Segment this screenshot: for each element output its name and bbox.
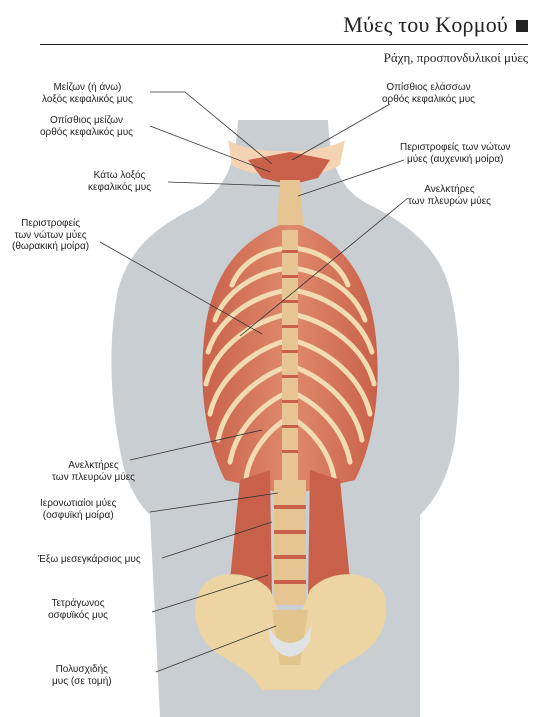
label-obliquus-capitis-inferior: Κάτω λοξός κεφαλικός μυς (88, 170, 152, 193)
title-square-icon (516, 20, 528, 32)
label-rectus-capitis-posterior-major: Οπίσθιος μείζων ορθός κεφαλικός μυς (40, 115, 134, 138)
cervical-spine (276, 180, 304, 235)
leader-lines (99, 91, 409, 673)
spine-segments (282, 250, 298, 453)
suboccipital-muscles (248, 152, 330, 185)
label-rotatores-thoracic: Περιστροφείς των νώτων μύες (θωρακική μο… (12, 218, 90, 252)
label-quadratus-lumborum: Τετράγωνος οσφυϊκός μυς (48, 598, 108, 621)
label-levatores-costarum-upper: Ανελκτήρες των πλευρών μύες (408, 184, 492, 207)
quadratus-lumborum-left (228, 470, 272, 600)
label-interspinales-lumbar: Ιερονωτιαίοι μύες (οσφυϊκή μοίρα) (40, 498, 117, 521)
pelvic-opening (268, 622, 312, 657)
page-subtitle: Ράχη, προσπονδυλικοί μύες (383, 50, 528, 65)
label-rectus-capitis-major-oblique: Μείζων (ή άνω) λοξός κεφαλικός μυς (42, 82, 133, 105)
label-intertransversarii: Έξω μεσεγκάρσιος μυς (38, 554, 141, 565)
lumbar-segments (274, 505, 306, 584)
quadratus-lumborum-right (308, 470, 352, 600)
label-rectus-capitis-posterior-minor: Οπίσθιος ελάσσων ορθός κεφαλικός μυς (382, 82, 476, 105)
page-title: Μύες του Κορμού (343, 12, 508, 37)
label-levatores-costarum-lower: Ανελκτήρες των πλευρών μύες (52, 460, 136, 483)
header-rule (40, 44, 528, 45)
label-multifidus-cut: Πολυσχιδής μυς (σε τομή) (52, 664, 112, 687)
lumbar-spine (274, 480, 306, 605)
label-rotatores-cervical: Περιστροφείς των νώτων μύες (αυχενική μο… (400, 142, 511, 165)
